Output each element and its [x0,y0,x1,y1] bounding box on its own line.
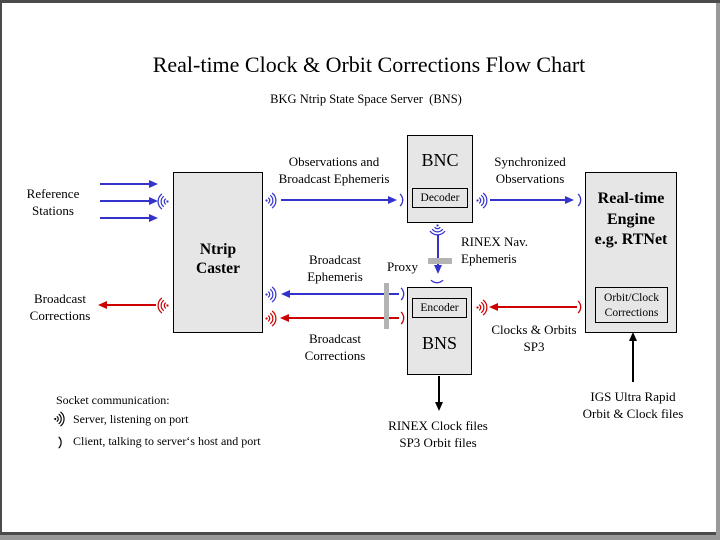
server-socket-icon [429,223,446,236]
server-socket-icon [264,192,277,209]
synchronized-line [490,199,565,201]
clocks-orbits-line [498,306,577,308]
proxy-bar-horizontal [428,258,452,264]
label-rinex-files: RINEX Clock files SP3 Orbit files [388,418,488,450]
bns-output-line [438,376,440,403]
label-proxy: Proxy [387,259,419,274]
frame-left-edge [0,0,2,535]
frame-bottom-edge [0,532,716,535]
broadcast-corrections-in-line [289,317,399,319]
ntrip-caster-label: Ntrip Caster [196,241,240,277]
broadcast-ephemeris-line [290,293,399,295]
clocks-orbits-arrowhead [489,303,498,311]
broadcast-corrections-out-arrowhead [98,301,107,309]
client-socket-icon [577,300,583,314]
server-socket-icon [475,192,488,209]
server-socket-icon [157,297,170,314]
bns-output-arrowhead [435,402,443,411]
realtime-engine-label: Real-time Engine e.g. RTNet [594,190,668,248]
rinex-nav-arrowhead [434,265,442,274]
legend-server-text: Server, listening on port [73,412,189,426]
reference-arrowhead-2 [149,197,158,205]
bns-label: BNS [421,333,457,353]
synchronized-arrowhead [565,196,574,204]
bnc-box [407,135,473,223]
reference-arrow-line-2 [100,200,149,202]
frame-top-edge [0,0,720,3]
broadcast-corrections-in-arrowhead [280,314,289,322]
label-broadcast-ephemeris: Broadcast Ephemeris [307,252,363,284]
page-subtitle: BKG Ntrip State Space Server (BNS) [270,92,462,106]
label-clocks-orbits: Clocks & Orbits SP3 [491,322,577,354]
proxy-bar-vertical [384,283,389,329]
orbit-clock-corrections-box: Orbit/Clock Corrections [595,287,668,323]
reference-arrowhead-1 [149,180,158,188]
rinex-nav-line [437,235,439,265]
encoder-box: Encoder [412,298,467,318]
ntrip-caster-box [173,172,263,333]
client-socket-icon [430,279,444,285]
frame-right-shadow [716,3,720,540]
server-socket-icon [475,299,488,316]
server-socket-icon [53,411,65,427]
reference-arrowhead-3 [149,214,158,222]
legend-heading: Socket communication: [56,393,170,407]
bnc-label: BNC [421,150,459,170]
frame-bottom-shadow [0,535,720,540]
observations-line [281,199,388,201]
label-broadcast-corrections-in: Broadcast Corrections [304,331,366,363]
server-socket-icon [264,286,277,303]
broadcast-corrections-out-line [107,304,156,306]
label-observations-ephemeris: Observations and Broadcast Ephemeris [278,154,390,186]
label-igs-ultra-rapid: IGS Ultra Rapid Orbit & Clock files [582,389,684,421]
igs-arrowhead [629,332,637,341]
decoder-box: Decoder [412,188,468,208]
server-socket-icon [264,310,277,327]
client-socket-icon [58,436,63,449]
broadcast-ephemeris-arrowhead [281,290,290,298]
label-synchronized-observations: Synchronized Observations [494,154,566,186]
client-socket-icon [400,311,406,325]
legend-client-text: Client, talking to server‘s host and por… [73,434,261,448]
client-socket-icon [400,287,406,301]
reference-arrow-line-3 [100,217,149,219]
client-socket-icon [399,193,405,207]
reference-arrow-line-1 [100,183,149,185]
observations-arrowhead [388,196,397,204]
label-reference-stations: Reference Stations [26,186,80,218]
label-broadcast-corrections-out: Broadcast Corrections [29,291,91,323]
client-socket-icon [577,193,583,207]
page-title: Real-time Clock & Orbit Corrections Flow… [152,52,586,77]
igs-line [632,341,634,382]
server-socket-icon [157,193,170,210]
label-rinex-nav: RINEX Nav. Ephemeris [461,234,529,266]
